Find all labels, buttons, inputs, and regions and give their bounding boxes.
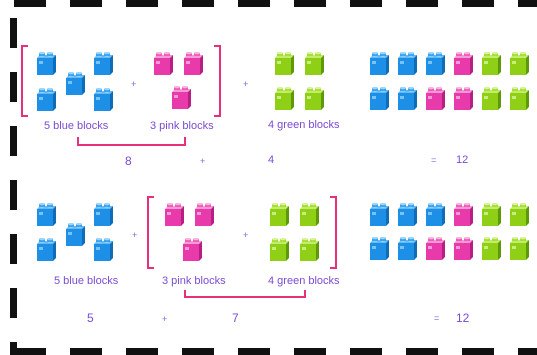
blue-block-icon (368, 52, 390, 76)
row2-total: 12 (456, 311, 469, 325)
row1-total: 12 (456, 154, 468, 166)
pink-block-icon (452, 52, 474, 76)
row2-blue-label: 5 blue blocks (54, 275, 118, 287)
row2-sum-connector (185, 290, 305, 297)
blue-block-icon (396, 203, 418, 227)
pink-block-icon (170, 86, 192, 110)
pink-block-icon (452, 87, 474, 111)
green-block-icon (508, 237, 530, 261)
green-block-icon (268, 203, 290, 227)
blue-block-icon (35, 238, 57, 262)
blue-block-icon (35, 52, 57, 76)
green-block-icon (480, 52, 502, 76)
pink-block-icon (452, 237, 474, 261)
row2-green-label: 4 green blocks (268, 275, 340, 287)
pink-block-icon (181, 238, 203, 262)
blue-block-icon (64, 72, 86, 96)
green-block-icon (508, 52, 530, 76)
row1-bracket (22, 46, 28, 116)
row2-sum-right: 7 (232, 311, 239, 325)
pink-block-icon (424, 87, 446, 111)
row1-bracket-right (214, 46, 220, 116)
green-block-icon (480, 203, 502, 227)
blue-block-icon (368, 87, 390, 111)
blue-block-icon (424, 203, 446, 227)
row1-pink-label: 3 pink blocks (150, 120, 214, 132)
green-block-icon (303, 87, 325, 111)
row2-sum-left: 5 (87, 311, 94, 325)
green-block-icon (273, 87, 295, 111)
row1-sum-connector (78, 137, 185, 145)
green-block-icon (298, 203, 320, 227)
blue-block-icon (396, 52, 418, 76)
blue-block-icon (396, 237, 418, 261)
pink-block-icon (452, 203, 474, 227)
row2-bracket (148, 197, 154, 268)
green-block-icon (508, 203, 530, 227)
blue-block-icon (92, 88, 114, 112)
blue-block-icon (368, 203, 390, 227)
green-block-icon (268, 238, 290, 262)
green-block-icon (480, 237, 502, 261)
row1-sum-plus: + (200, 156, 205, 166)
blue-block-icon (35, 203, 57, 227)
row2-equals: = (434, 313, 439, 323)
pink-block-icon (152, 52, 174, 76)
blue-block-icon (396, 87, 418, 111)
row1-sum-right: 4 (268, 154, 274, 166)
row1-plus-2: + (243, 79, 248, 89)
blue-block-icon (35, 88, 57, 112)
row1-plus-1: + (131, 79, 136, 89)
pink-block-icon (163, 203, 185, 227)
row2-bracket-right (330, 197, 336, 268)
green-block-icon (508, 87, 530, 111)
row2-pink-label: 3 pink blocks (162, 275, 226, 287)
blue-block-icon (368, 237, 390, 261)
green-block-icon (298, 238, 320, 262)
pink-block-icon (182, 52, 204, 76)
row1-equals: = (431, 155, 436, 165)
blue-block-icon (424, 52, 446, 76)
pink-block-icon (193, 203, 215, 227)
green-block-icon (303, 52, 325, 76)
blue-block-icon (92, 203, 114, 227)
row1-green-label: 4 green blocks (268, 119, 340, 131)
green-block-icon (480, 87, 502, 111)
blue-block-icon (92, 238, 114, 262)
row2-sum-plus: + (162, 314, 167, 324)
pink-block-icon (424, 237, 446, 261)
row2-plus-1: + (132, 230, 137, 240)
row1-blue-label: 5 blue blocks (44, 120, 108, 132)
green-block-icon (273, 52, 295, 76)
blue-block-icon (64, 223, 86, 247)
row1-sum-left: 8 (125, 154, 132, 168)
row2-plus-2: + (243, 230, 248, 240)
blue-block-icon (92, 52, 114, 76)
